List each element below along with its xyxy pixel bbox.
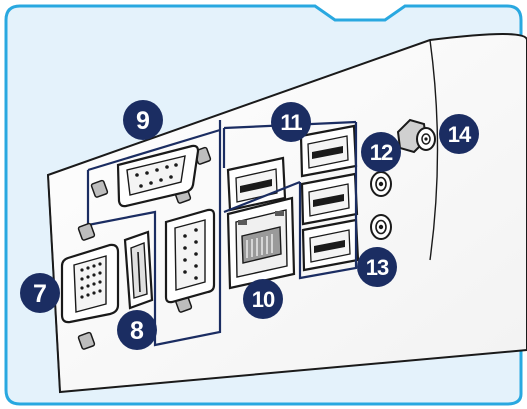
callout-7-label: 7	[33, 280, 47, 308]
audio-jack-icon	[371, 215, 391, 239]
callout-14: 14	[439, 114, 479, 154]
callout-13: 13	[357, 247, 397, 287]
usb-port-icon	[301, 126, 356, 176]
callout-13-label: 13	[366, 255, 389, 280]
callout-11: 11	[271, 102, 311, 142]
audio-jack-icon	[371, 172, 391, 196]
callout-11-label: 11	[280, 110, 302, 135]
displayport-icon	[125, 232, 152, 308]
callout-8: 8	[117, 310, 157, 350]
callout-14-label: 14	[448, 122, 472, 147]
callout-10-label: 10	[252, 287, 275, 312]
callout-12: 12	[361, 132, 401, 172]
callout-9: 9	[123, 100, 163, 140]
callout-7: 7	[20, 273, 60, 313]
callout-8-label: 8	[130, 317, 144, 345]
vga-port-icon	[62, 245, 118, 322]
callout-9-label: 9	[136, 107, 150, 135]
callout-10: 10	[243, 279, 283, 319]
usb-port-icon	[303, 220, 358, 270]
ethernet-port-icon	[228, 198, 294, 288]
usb-port-icon	[302, 174, 357, 224]
serial-port-icon	[166, 210, 214, 302]
callout-12-label: 12	[370, 140, 393, 165]
